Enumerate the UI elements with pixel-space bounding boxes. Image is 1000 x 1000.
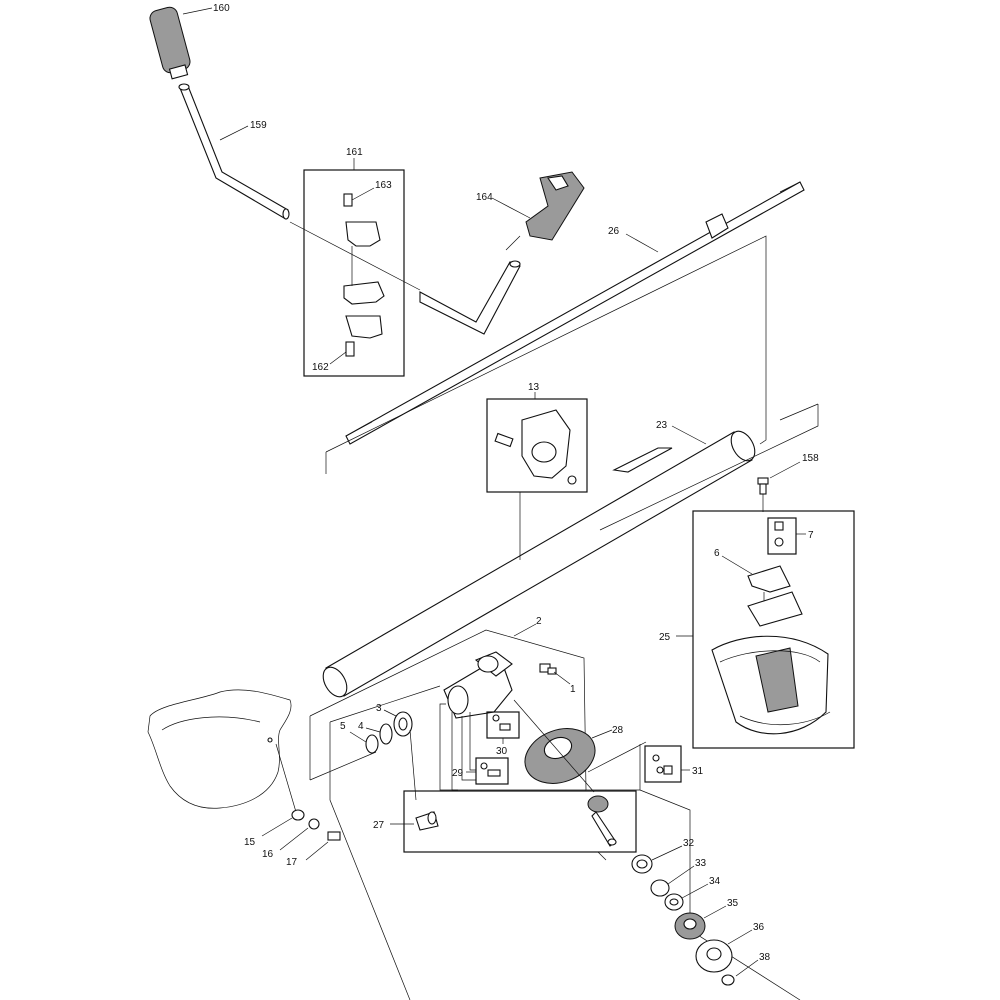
part-25-guard <box>711 591 831 735</box>
part-25-box <box>692 510 855 749</box>
part-23-label-plate <box>612 447 673 473</box>
part-3-bearing <box>393 711 413 737</box>
part-164-throttle-handle <box>419 171 585 335</box>
label-30: 30 <box>496 746 508 757</box>
label-17: 17 <box>286 857 298 868</box>
part-13-clamp-block <box>494 409 577 485</box>
label-23: 23 <box>656 420 668 431</box>
part-27-spindle-gear <box>587 795 617 847</box>
label-38: 38 <box>759 952 771 963</box>
part-158-bolt <box>757 477 769 495</box>
label-159: 159 <box>250 120 267 131</box>
part-gear-housing <box>443 651 513 719</box>
label-5: 5 <box>340 721 346 732</box>
part-33-circlip <box>650 879 670 897</box>
label-158: 158 <box>802 453 819 464</box>
part-1-bolt <box>539 663 557 675</box>
label-27: 27 <box>373 820 385 831</box>
part-28-shield-cup <box>524 728 596 784</box>
part-23-shaft-tube <box>322 430 756 698</box>
part-7-box <box>767 517 797 555</box>
label-161: 161 <box>346 147 363 158</box>
part-4-ring <box>379 723 393 745</box>
part-6-bracket <box>747 565 791 593</box>
part-2-outline <box>309 629 641 791</box>
label-26: 26 <box>608 226 620 237</box>
label-6: 6 <box>714 548 720 559</box>
part-38-nut <box>721 974 735 986</box>
engine-housing-outline <box>147 689 292 809</box>
part-160-grip <box>149 6 191 80</box>
label-162: 162 <box>312 362 329 373</box>
label-13: 13 <box>528 382 540 393</box>
label-4: 4 <box>358 721 364 732</box>
label-31: 31 <box>692 766 704 777</box>
part-35-receiver-washer <box>674 912 706 940</box>
part-31-box <box>644 745 682 783</box>
part-27-box <box>403 790 637 853</box>
label-33: 33 <box>695 858 707 869</box>
part-36-cup <box>695 939 733 973</box>
part-15-washer <box>291 809 305 821</box>
part-26-drive-shaft <box>345 181 805 445</box>
label-25: 25 <box>659 632 671 643</box>
label-32: 32 <box>683 838 695 849</box>
label-3: 3 <box>376 703 382 714</box>
label-35: 35 <box>727 898 739 909</box>
part-5-circlip <box>365 734 379 754</box>
part-13-box <box>486 398 588 493</box>
part-161-clamp <box>343 193 385 357</box>
part-32-bearing <box>631 854 653 874</box>
label-163: 163 <box>375 180 392 191</box>
label-34: 34 <box>709 876 721 887</box>
label-160: 160 <box>213 3 230 14</box>
label-1: 1 <box>570 684 576 695</box>
part-34-collar <box>664 893 684 911</box>
label-36: 36 <box>753 922 765 933</box>
label-28: 28 <box>612 725 624 736</box>
label-2: 2 <box>536 616 542 627</box>
label-7: 7 <box>808 530 814 541</box>
part-16-nut <box>308 818 320 830</box>
part-17-bolt <box>327 831 341 841</box>
label-29: 29 <box>452 768 464 779</box>
part-29-box <box>475 757 509 785</box>
part-159-handle-bar <box>178 83 290 220</box>
label-164: 164 <box>476 192 493 203</box>
part-27-pinion <box>415 811 439 831</box>
label-16: 16 <box>262 849 274 860</box>
label-15: 15 <box>244 837 256 848</box>
